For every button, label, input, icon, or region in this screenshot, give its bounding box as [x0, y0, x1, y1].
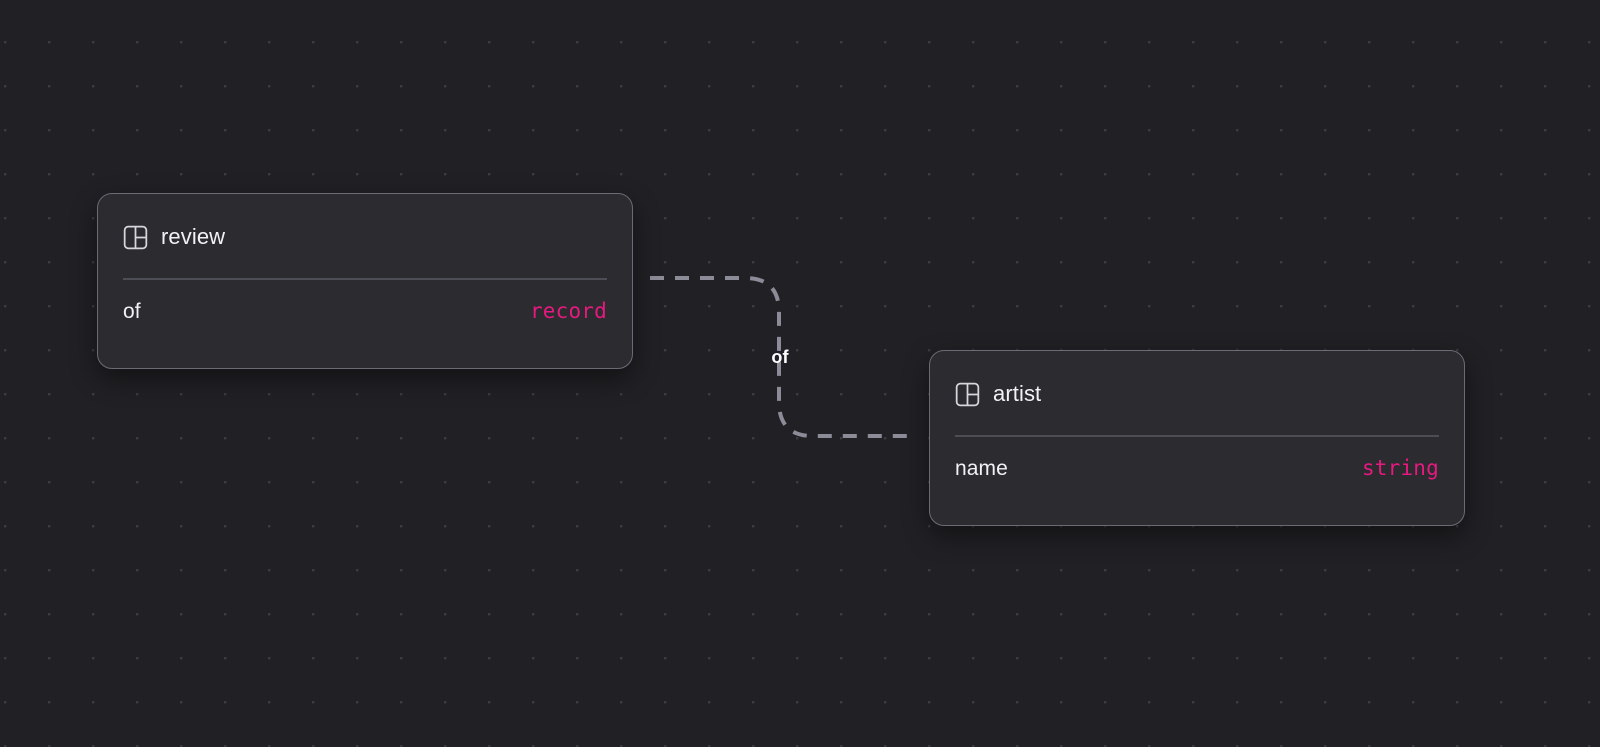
- edge-label-of: of: [771, 347, 789, 367]
- entity-header-review: review: [98, 194, 632, 256]
- entity-divider: [955, 435, 1439, 437]
- table-layout-icon: [123, 225, 148, 249]
- field-name: name: [955, 457, 1008, 480]
- entity-field-row[interactable]: of record: [123, 280, 607, 344]
- field-type: record: [529, 299, 607, 323]
- field-type: string: [1361, 456, 1439, 480]
- field-name: of: [123, 300, 141, 323]
- entity-divider: [123, 278, 607, 280]
- entity-field-list-artist: name string: [930, 437, 1464, 501]
- entity-node-review[interactable]: review of record: [97, 193, 633, 369]
- table-layout-icon: [955, 382, 980, 406]
- entity-title: review: [161, 224, 226, 249]
- entity-title: artist: [993, 381, 1042, 406]
- entity-field-list-review: of record: [98, 280, 632, 344]
- entity-field-row[interactable]: name string: [955, 437, 1439, 501]
- entity-header-artist: artist: [930, 351, 1464, 413]
- entity-node-artist[interactable]: artist name string: [929, 350, 1465, 526]
